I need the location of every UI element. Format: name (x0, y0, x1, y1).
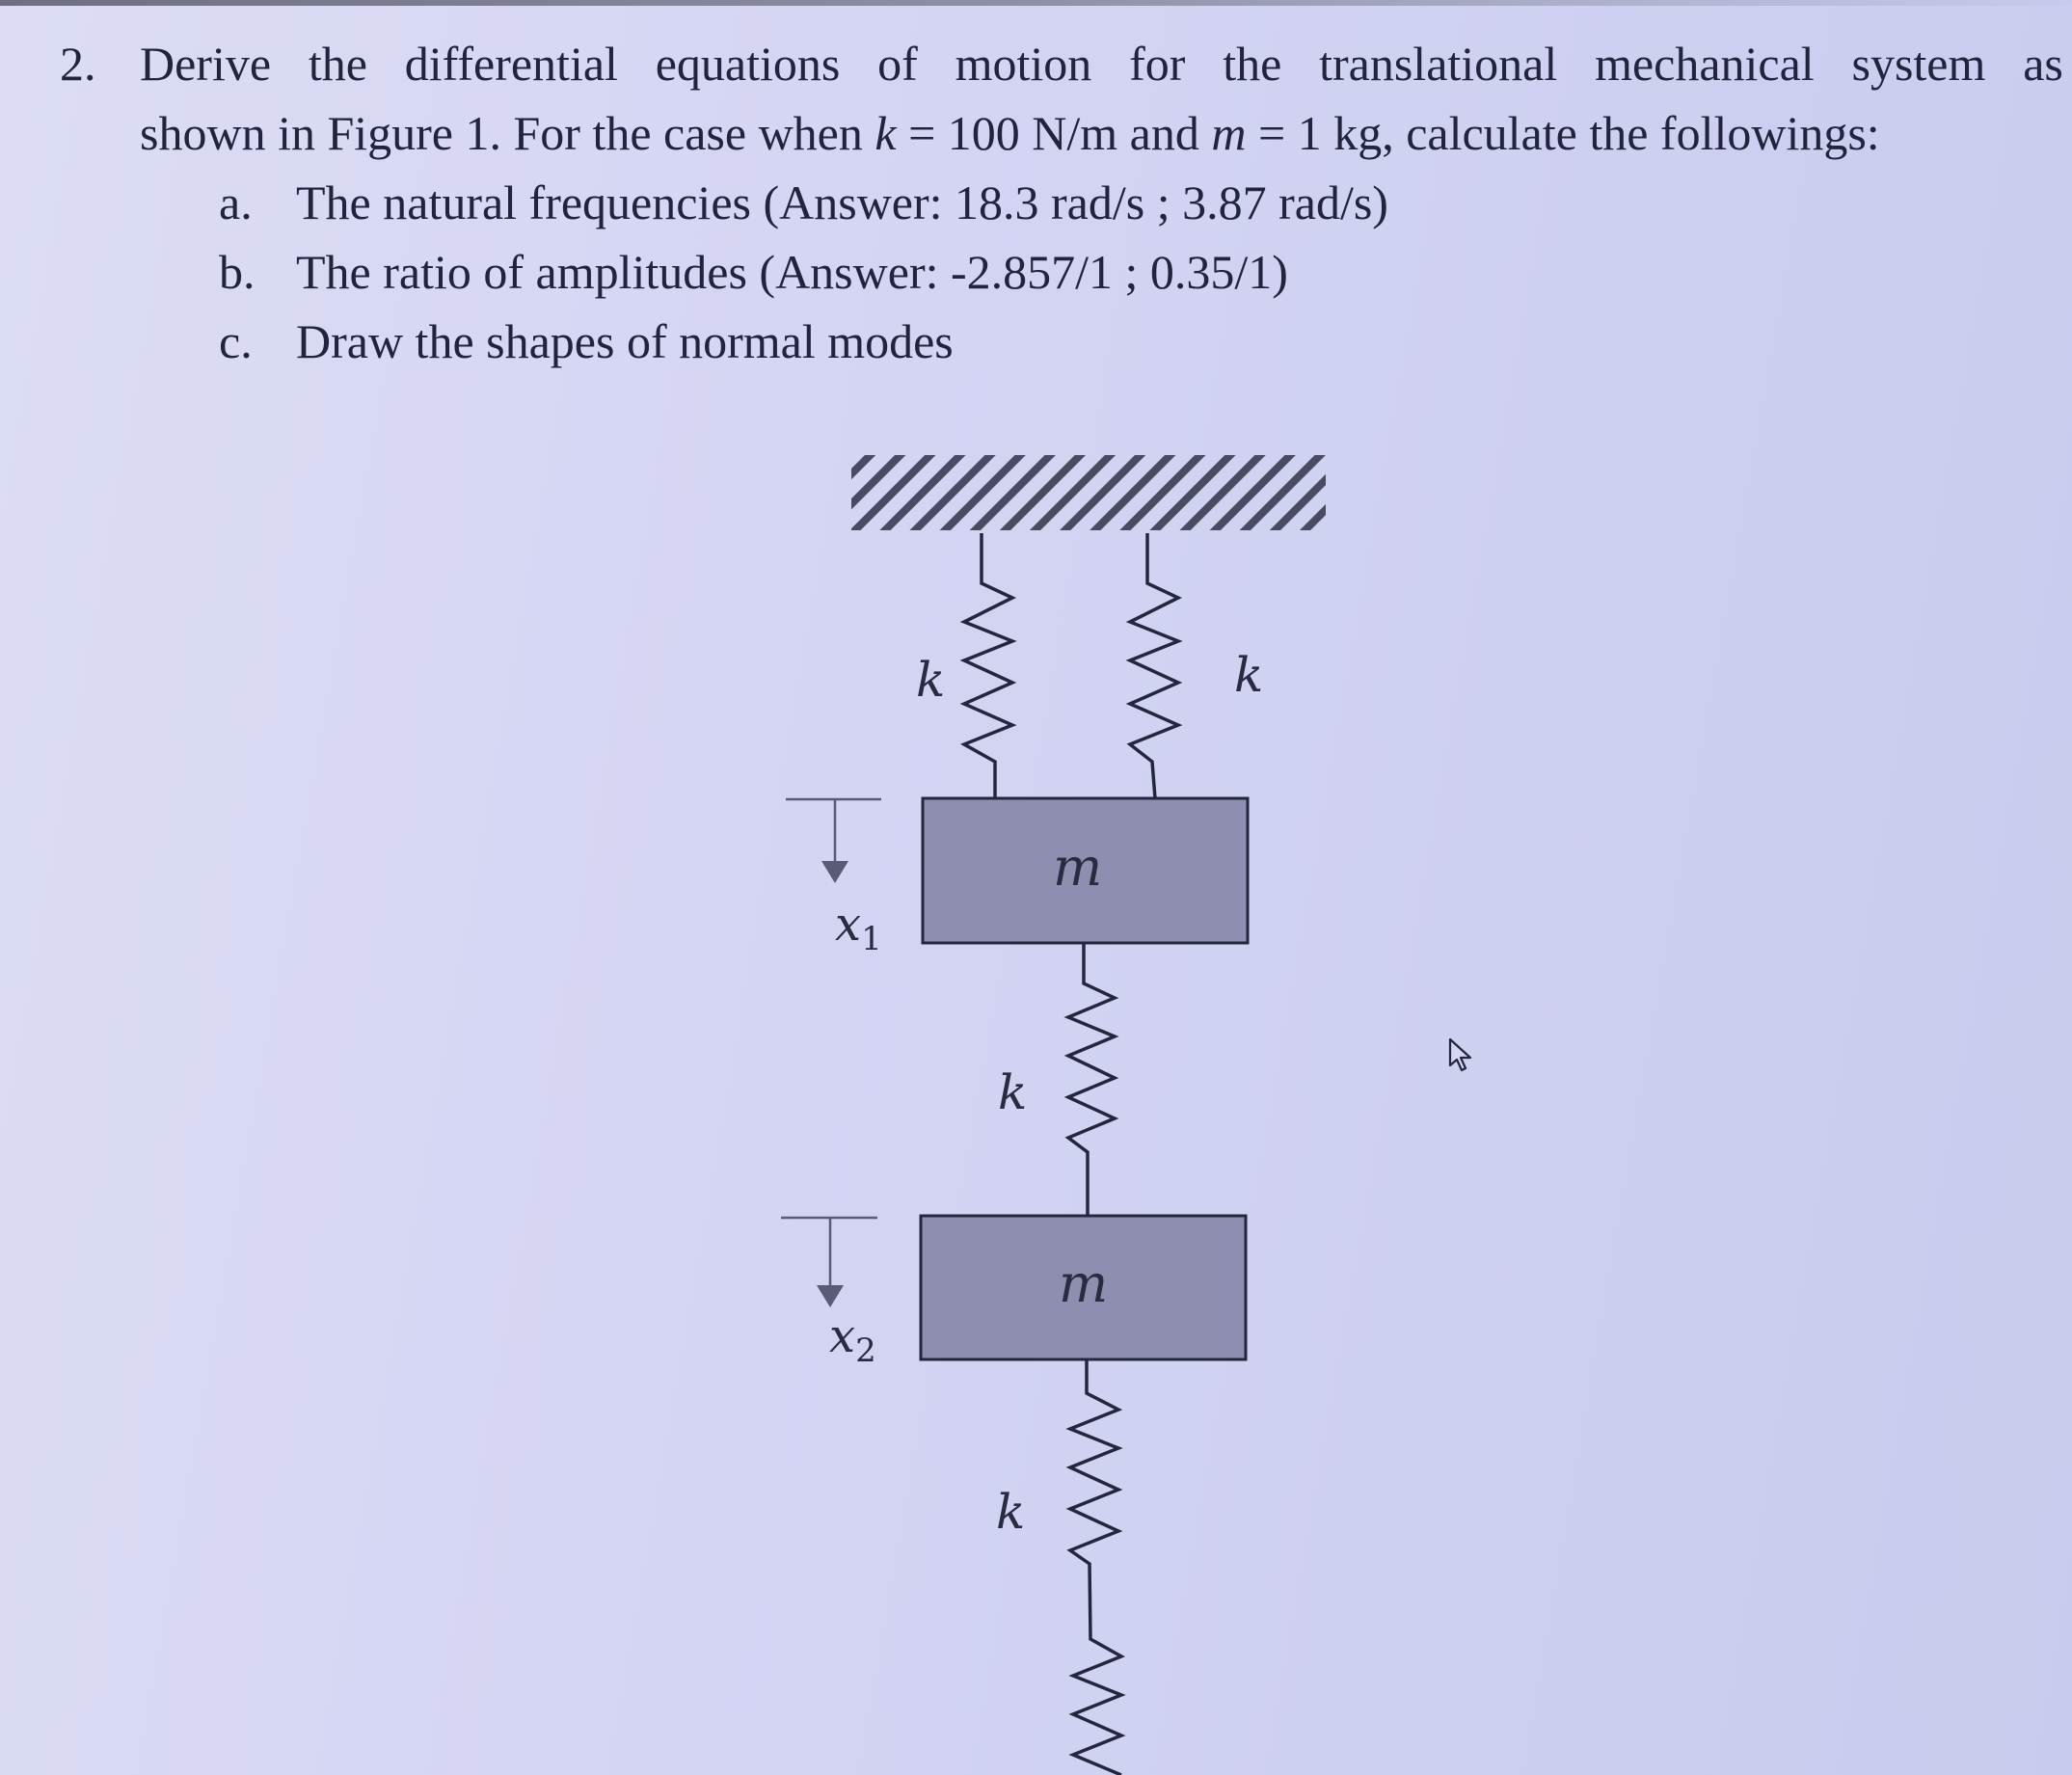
spring-top-right (1125, 533, 1183, 799)
part-c: c. Draw the shapes of normal modes (219, 307, 954, 376)
part-text: The ratio of amplitudes (Answer: -2.857/… (296, 245, 1288, 299)
spring-bottom (1065, 1359, 1126, 1775)
word: motion (955, 37, 1092, 91)
word: equations (655, 37, 841, 91)
mass-2-label: m (1059, 1253, 1108, 1314)
word: translational (1319, 37, 1558, 91)
part-text: The natural frequencies (Answer: 18.3 ra… (296, 175, 1388, 229)
part-text: Draw the shapes of normal modes (296, 314, 954, 368)
x1-arrow-icon (821, 861, 848, 883)
part-label: b. (219, 245, 256, 299)
spring-bottom-label: k (996, 1484, 1025, 1540)
problem-number: 2. (60, 37, 96, 91)
mouse-pointer-icon (1448, 1037, 1472, 1072)
part-label: c. (219, 314, 253, 368)
part-b: b. The ratio of amplitudes (Answer: -2.85… (219, 237, 1288, 307)
spring-top-right-label: k (1234, 647, 1263, 703)
x2-arrow-icon (817, 1285, 844, 1307)
m-value: = 1 kg, calculate the followings: (1246, 106, 1880, 160)
mass-2 (919, 1214, 1248, 1361)
k-value: = 100 N/m and (896, 106, 1212, 160)
problem-line-2: shown in Figure 1. For the case when k =… (140, 98, 1880, 168)
part-a: a. The natural frequencies (Answer: 18.3 … (219, 168, 1388, 237)
word: system (1851, 37, 1986, 91)
k-symbol: k (875, 106, 897, 160)
text-segment: shown in Figure 1. For the case when (140, 106, 875, 160)
spring-top-left (959, 533, 1017, 798)
fixed-support-hatch (851, 455, 1326, 530)
word: the (308, 37, 367, 91)
spring-top-left-label: k (916, 652, 945, 708)
spring-middle (1063, 943, 1119, 1217)
m-symbol: m (1211, 106, 1247, 160)
x2-label: x2 (829, 1309, 876, 1370)
word: of (877, 37, 918, 91)
mass-1 (921, 796, 1250, 945)
word: differential (404, 37, 618, 91)
word: Derive (140, 37, 272, 91)
word: as (2023, 37, 2063, 91)
x1-label: x1 (835, 898, 882, 958)
word: the (1223, 37, 1282, 91)
spring-middle-label: k (998, 1064, 1027, 1120)
word: mechanical (1595, 37, 1815, 91)
part-label: a. (219, 175, 253, 229)
mass-1-label: m (1053, 837, 1102, 898)
word: for (1129, 37, 1186, 91)
screen-top-edge (0, 0, 2072, 6)
problem-line-1: Derive the differential equations of mot… (140, 29, 2063, 98)
